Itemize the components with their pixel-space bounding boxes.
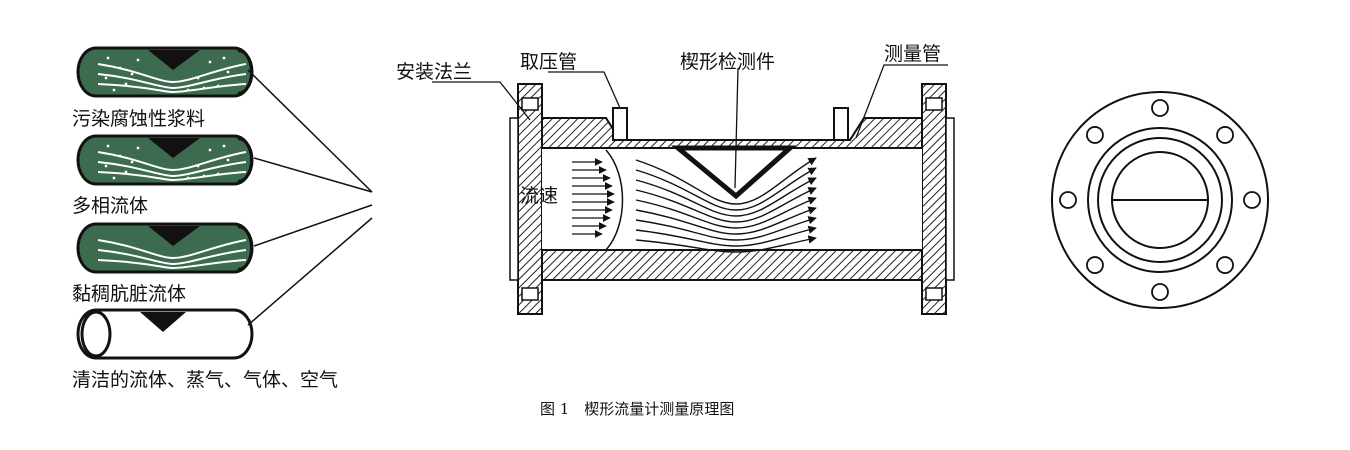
wedge-shape xyxy=(148,226,200,246)
fluid-pipe-viscous xyxy=(76,222,254,274)
legend-label-clean: 清洁的流体、蒸气、气体、空气 xyxy=(72,369,338,391)
wedge-element xyxy=(671,145,797,200)
pipe-end-ellipse xyxy=(237,226,252,270)
pipe-end-ellipse xyxy=(237,138,252,182)
leader-lines xyxy=(432,64,948,189)
bolt-hole xyxy=(1216,256,1234,274)
streamline xyxy=(635,216,817,241)
connector-lines xyxy=(247,69,373,326)
bolt-hole xyxy=(1086,126,1104,144)
streamline xyxy=(635,177,817,217)
bolt-hole xyxy=(1243,191,1261,209)
tube-wall-bottom xyxy=(541,249,923,281)
bolt-hole xyxy=(1059,191,1077,209)
fluid-pipe-slurry xyxy=(76,46,254,98)
flange-bolt-hole xyxy=(925,287,943,301)
streamlines xyxy=(635,157,817,253)
flowmeter-section-view: 安装法兰 取压管 楔形检测件 测量管 流速 xyxy=(396,43,955,315)
label-flange: 安装法兰 xyxy=(396,61,472,83)
right-flange xyxy=(921,83,947,315)
fluid-pipe-multiphase xyxy=(76,134,254,186)
legend-label-multiphase: 多相流体 xyxy=(72,195,148,217)
bolt-holes xyxy=(1059,99,1261,301)
wedge-shape xyxy=(140,312,186,332)
pipe-end-ellipse xyxy=(80,310,112,358)
figure-caption: 图 1 楔形流量计测量原理图 xyxy=(540,400,734,418)
flange-end-view xyxy=(1051,91,1269,309)
tube-wall-top xyxy=(541,117,923,149)
streamline xyxy=(635,187,817,223)
pipe-body xyxy=(76,308,254,360)
streamline xyxy=(635,157,817,205)
streamline xyxy=(635,206,817,235)
velocity-arrows xyxy=(572,158,615,238)
flange-face-right xyxy=(945,117,955,281)
bolt-hole xyxy=(1086,256,1104,274)
flange-bolt-hole xyxy=(521,97,539,111)
streamline xyxy=(635,235,817,253)
pressure-tap-downstream xyxy=(833,107,849,141)
streamline xyxy=(635,167,817,211)
flange-bolt-hole xyxy=(521,287,539,301)
flange-face-left xyxy=(509,117,519,281)
label-wedge: 楔形检测件 xyxy=(680,51,775,73)
flange-bolt-hole xyxy=(925,97,943,111)
legend-label-viscous: 黏稠肮脏流体 xyxy=(72,283,186,305)
bolt-hole xyxy=(1151,283,1169,301)
legend-label-slurry: 污染腐蚀性浆料 xyxy=(72,108,205,130)
velocity-profile-curve xyxy=(605,149,624,251)
bolt-hole xyxy=(1151,99,1169,117)
tube-bore xyxy=(542,148,922,250)
streamline xyxy=(635,196,817,229)
wedge-shape xyxy=(148,50,200,70)
label-pressure-tap: 取压管 xyxy=(520,51,577,73)
label-measuring-tube: 测量管 xyxy=(884,43,941,65)
pressure-tap-upstream xyxy=(612,107,628,141)
fluid-types-legend: 污染腐蚀性浆料 多相流体 黏稠肮脏流体 清洁的流体、蒸气、气体、空气 xyxy=(72,46,373,391)
fluid-pipe-clean xyxy=(76,308,254,360)
streamline xyxy=(635,225,817,247)
label-velocity: 流速 xyxy=(520,185,558,207)
bolt-hole xyxy=(1216,126,1234,144)
wedge-shape xyxy=(148,138,200,158)
